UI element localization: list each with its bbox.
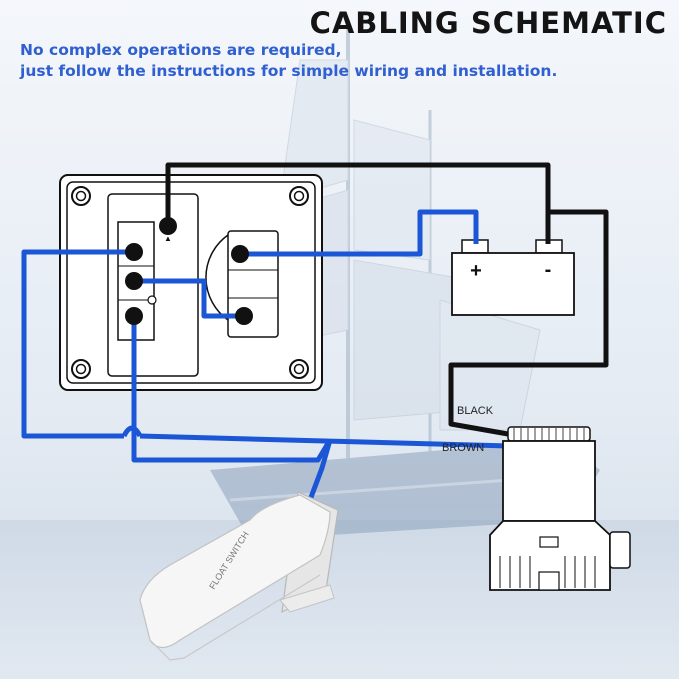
battery: + - bbox=[451, 239, 575, 316]
switch-terminal-3 bbox=[125, 307, 143, 325]
black-wire-battery-to-pump bbox=[448, 209, 609, 437]
float-switch-cable bbox=[307, 439, 333, 501]
terminals: ▲ bbox=[125, 217, 253, 325]
bilge-pump bbox=[489, 426, 631, 591]
switch-terminal-1 bbox=[125, 243, 143, 261]
panel-screw-bottom-left bbox=[71, 359, 91, 379]
blue-wires bbox=[21, 209, 511, 501]
pump-outlet bbox=[609, 531, 631, 569]
blue-wire-switch-to-breaker bbox=[134, 278, 244, 319]
page-title: CABLING SCHEMATIC bbox=[309, 6, 667, 40]
subtitle-line-1: No complex operations are required, bbox=[20, 41, 342, 59]
subtitle: No complex operations are required, just… bbox=[20, 40, 557, 82]
panel-screw-top-left bbox=[71, 186, 91, 206]
panel-screw-bottom-right bbox=[289, 359, 309, 379]
subtitle-line-2: just follow the instructions for simple … bbox=[20, 62, 558, 80]
panel-screw-top-right bbox=[289, 186, 309, 206]
black-wire-label: BLACK bbox=[457, 405, 494, 417]
blue-wire-switch-to-float bbox=[131, 316, 333, 463]
breaker-terminal-top bbox=[231, 245, 249, 263]
breaker-terminal-bottom bbox=[235, 307, 253, 325]
switch-terminal-2 bbox=[125, 272, 143, 290]
black-wires bbox=[165, 162, 609, 437]
blue-wire-switch-loop-left bbox=[21, 249, 132, 439]
switch-terminal-top: ▲ bbox=[159, 217, 177, 243]
black-wire-switch-to-battery-negative bbox=[165, 162, 551, 244]
terminal-marker-up: ▲ bbox=[164, 234, 172, 243]
blue-wire-brown-to-pump bbox=[139, 433, 511, 449]
blue-wire-battery-positive-to-breaker bbox=[240, 209, 479, 257]
float-switch: FLOAT SWITCH bbox=[139, 491, 339, 661]
battery-negative-label: - bbox=[545, 259, 552, 281]
brown-wire-label: BROWN bbox=[442, 442, 484, 454]
battery-positive-label: + bbox=[470, 260, 482, 282]
